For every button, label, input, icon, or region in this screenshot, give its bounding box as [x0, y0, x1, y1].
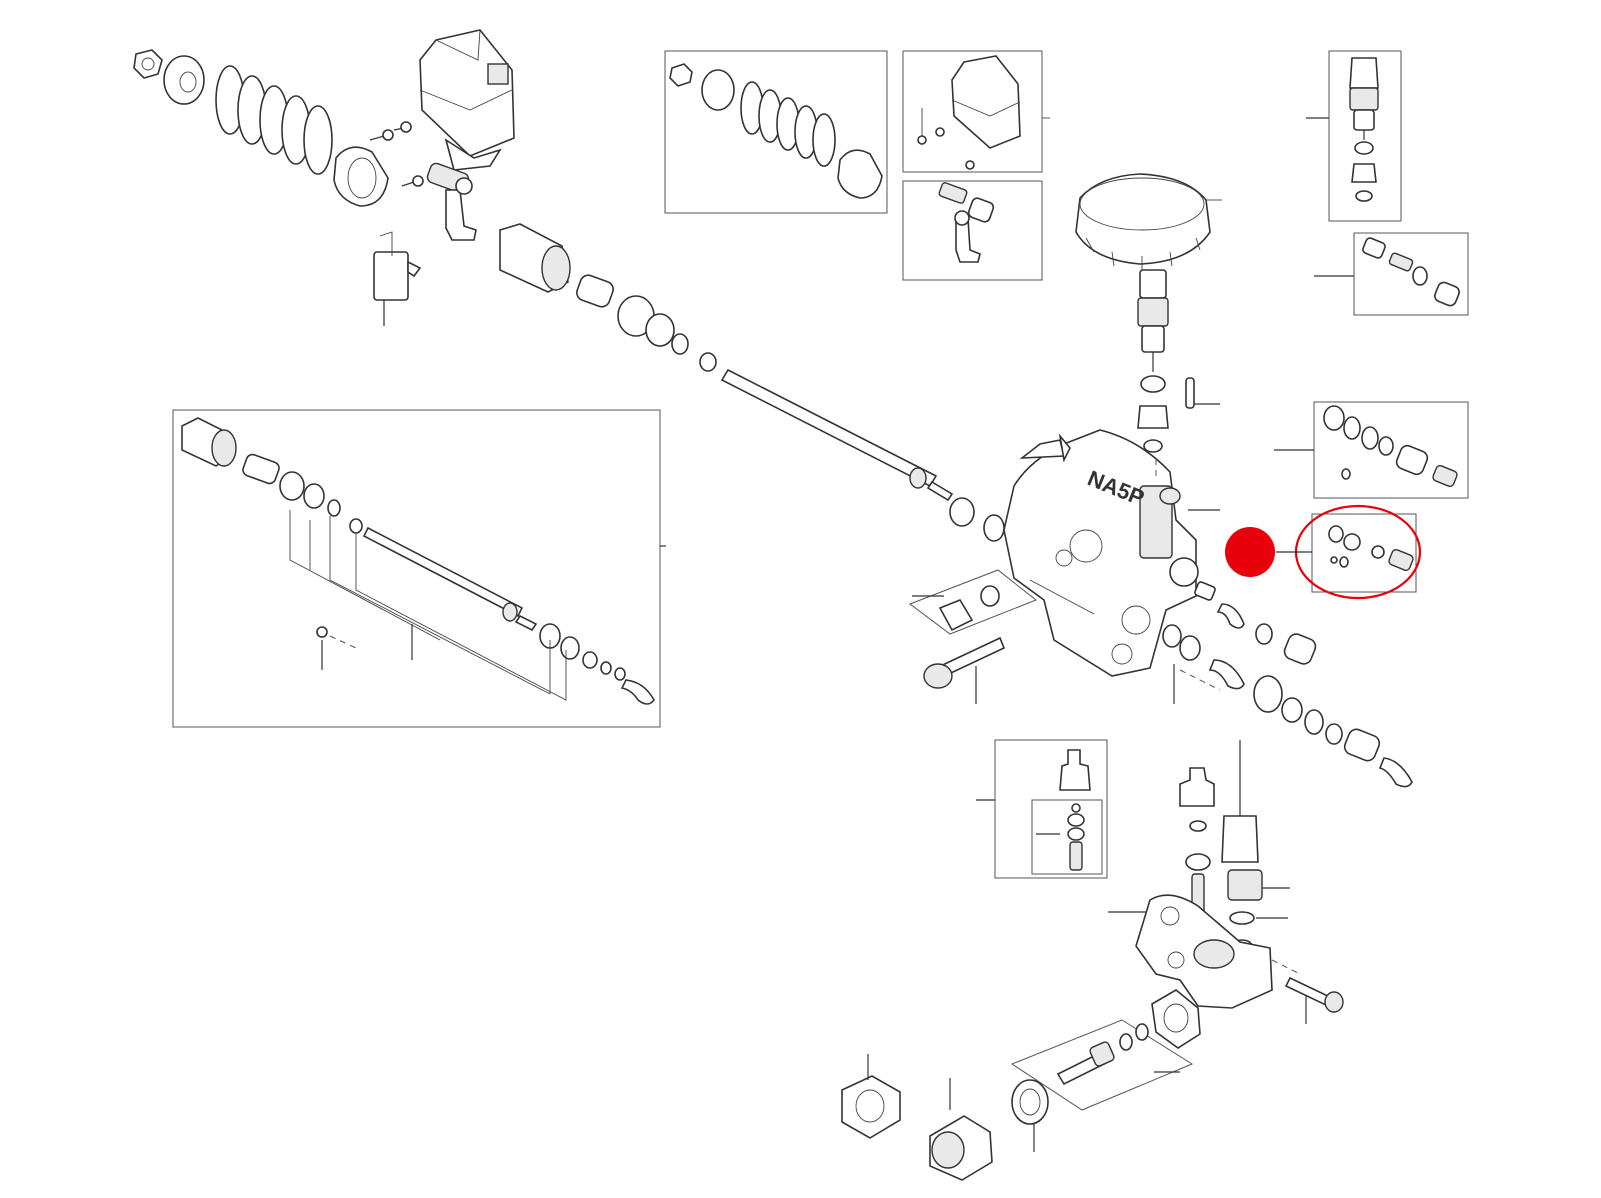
outlet-valve-parts[interactable]: [1194, 581, 1318, 666]
inset-stem-box[interactable]: [1306, 50, 1402, 222]
unloader-piston-housing[interactable]: [499, 223, 615, 309]
inset-unloader-kit-box[interactable]: [172, 409, 666, 728]
outlet-manifold[interactable]: [1108, 894, 1301, 1009]
pump-manifold-body[interactable]: NA5P: [1003, 429, 1220, 677]
top-left-spring-assembly[interactable]: [133, 49, 389, 207]
inset-check-valve-box[interactable]: [1314, 232, 1469, 316]
inlet-valve-parts[interactable]: [1162, 624, 1413, 788]
pressure-switch-module[interactable]: [419, 29, 515, 171]
inset-lever-kit-box[interactable]: [902, 180, 1043, 281]
unloader-shaft[interactable]: [720, 368, 954, 502]
knob-seals[interactable]: [1137, 375, 1220, 453]
shaft-o-rings[interactable]: [949, 497, 1005, 542]
check-valve-kit-box[interactable]: [1010, 1019, 1194, 1111]
switch-lever-actuator[interactable]: [426, 162, 477, 241]
inset-switch-kit-box[interactable]: [902, 50, 1050, 173]
inset-valve-seal-box[interactable]: [1274, 401, 1469, 499]
leader-lines-body: [1155, 454, 1221, 704]
highlighted-valve-kit-box[interactable]: [1276, 504, 1422, 600]
inset-relief-valve-box[interactable]: [976, 739, 1108, 879]
adjustment-knob[interactable]: [1075, 173, 1222, 270]
microswitch[interactable]: [373, 231, 422, 326]
switch-screws[interactable]: [369, 121, 424, 187]
manifold-screw[interactable]: [1284, 976, 1344, 1024]
outlet-nipple-fitting[interactable]: [1151, 989, 1201, 1049]
unloader-o-rings[interactable]: [617, 295, 717, 372]
knob-stem[interactable]: [1137, 269, 1169, 372]
bottom-fittings[interactable]: [841, 1054, 1049, 1181]
manifold-bolt[interactable]: [923, 636, 1006, 704]
inset-spring-set-box[interactable]: [664, 50, 888, 214]
bypass-fitting-box[interactable]: [908, 569, 1037, 635]
selection-marker-dot: [1225, 527, 1275, 577]
